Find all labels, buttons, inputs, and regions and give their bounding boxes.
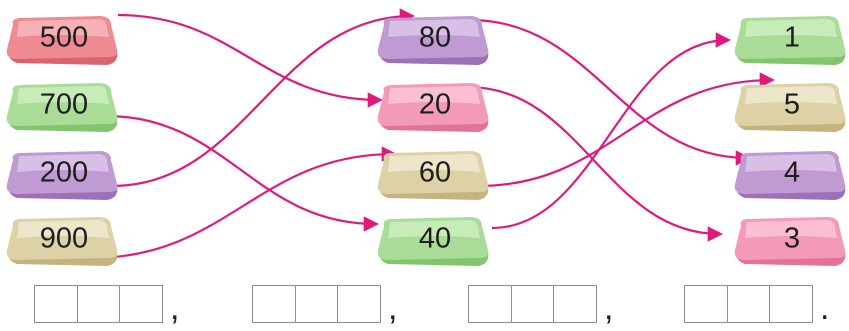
- arrow-col1-1-to-col2-3: [105, 114, 380, 232]
- towel-number: 4: [784, 157, 800, 189]
- answer-digit-box[interactable]: [34, 285, 78, 323]
- towel-col3-5: 5: [734, 83, 846, 132]
- towel-highlight: [388, 154, 480, 172]
- answer-group-1: [34, 285, 163, 325]
- arrow-col1-3-to-col2-2: [91, 146, 398, 260]
- towel-columns: 500 700 200 900 80 20 60 40 1 5 4 3: [6, 16, 846, 266]
- answer-digit-box[interactable]: [76, 285, 121, 323]
- towel-col3-3: 3: [734, 217, 846, 266]
- answer-digit-box[interactable]: [510, 285, 555, 323]
- towel-highlight: [388, 86, 480, 104]
- arrow-col2-2-to-col3-1: [477, 72, 776, 188]
- answer-separator: ,: [388, 289, 398, 327]
- towel-number: 80: [419, 22, 451, 54]
- towel-number: 200: [40, 157, 88, 189]
- answer-group-4: [684, 285, 813, 325]
- arrow-col1-0-to-col2-1: [117, 13, 384, 108]
- arrow-col2-3-to-col3-0: [491, 32, 732, 230]
- towel-number: 500: [40, 22, 88, 54]
- towel-number: 1: [784, 22, 800, 54]
- answer-digit-box[interactable]: [726, 285, 771, 323]
- arrow-col2-1-to-col3-3: [467, 85, 724, 242]
- answer-digit-box[interactable]: [684, 285, 728, 323]
- answer-digit-box[interactable]: [553, 285, 597, 323]
- towel-number: 900: [40, 223, 88, 255]
- towel-highlight: [388, 19, 480, 37]
- towel-highlight: [388, 220, 480, 238]
- answer-digit-box[interactable]: [769, 285, 813, 323]
- towel-col1-200: 200: [6, 151, 118, 200]
- towel-col3-1: 1: [734, 16, 846, 65]
- towel-col2-60: 60: [377, 151, 489, 200]
- towel-highlight: [745, 154, 837, 172]
- towel-highlight: [17, 19, 109, 37]
- answer-group-3: [468, 285, 597, 325]
- answer-digit-box[interactable]: [252, 285, 296, 323]
- answer-digit-box[interactable]: [294, 285, 339, 323]
- towel-col2-20: 20: [377, 83, 489, 132]
- towel-col1-700: 700: [6, 83, 118, 132]
- answer-separator: ,: [604, 289, 614, 327]
- towel-highlight: [17, 154, 109, 172]
- towel-highlight: [17, 86, 109, 104]
- answer-digit-box[interactable]: [119, 285, 163, 323]
- towel-number: 5: [784, 89, 800, 121]
- towel-col1-500: 500: [6, 16, 118, 65]
- towel-highlight: [745, 220, 837, 238]
- towel-col2-80: 80: [377, 16, 489, 65]
- towel-col3-4: 4: [734, 151, 846, 200]
- towel-col1-900: 900: [6, 217, 118, 266]
- answer-digit-box[interactable]: [468, 285, 512, 323]
- towel-highlight: [17, 220, 109, 238]
- towel-number: 60: [419, 157, 451, 189]
- towel-number: 40: [419, 223, 451, 255]
- towel-highlight: [745, 19, 837, 37]
- answer-group-2: [252, 285, 381, 325]
- answer-digit-box[interactable]: [337, 285, 381, 323]
- towel-highlight: [745, 86, 837, 104]
- towel-number: 700: [40, 89, 88, 121]
- arrow-col2-0-to-col3-2: [469, 18, 752, 166]
- towel-number: 20: [419, 89, 451, 121]
- towel-col2-40: 40: [377, 217, 489, 266]
- connection-arrows: [91, 8, 776, 260]
- answer-separator: .: [820, 289, 830, 327]
- answer-separator: ,: [170, 289, 180, 327]
- arrow-col1-2-to-col2-0: [111, 8, 416, 188]
- towel-number: 3: [784, 223, 800, 255]
